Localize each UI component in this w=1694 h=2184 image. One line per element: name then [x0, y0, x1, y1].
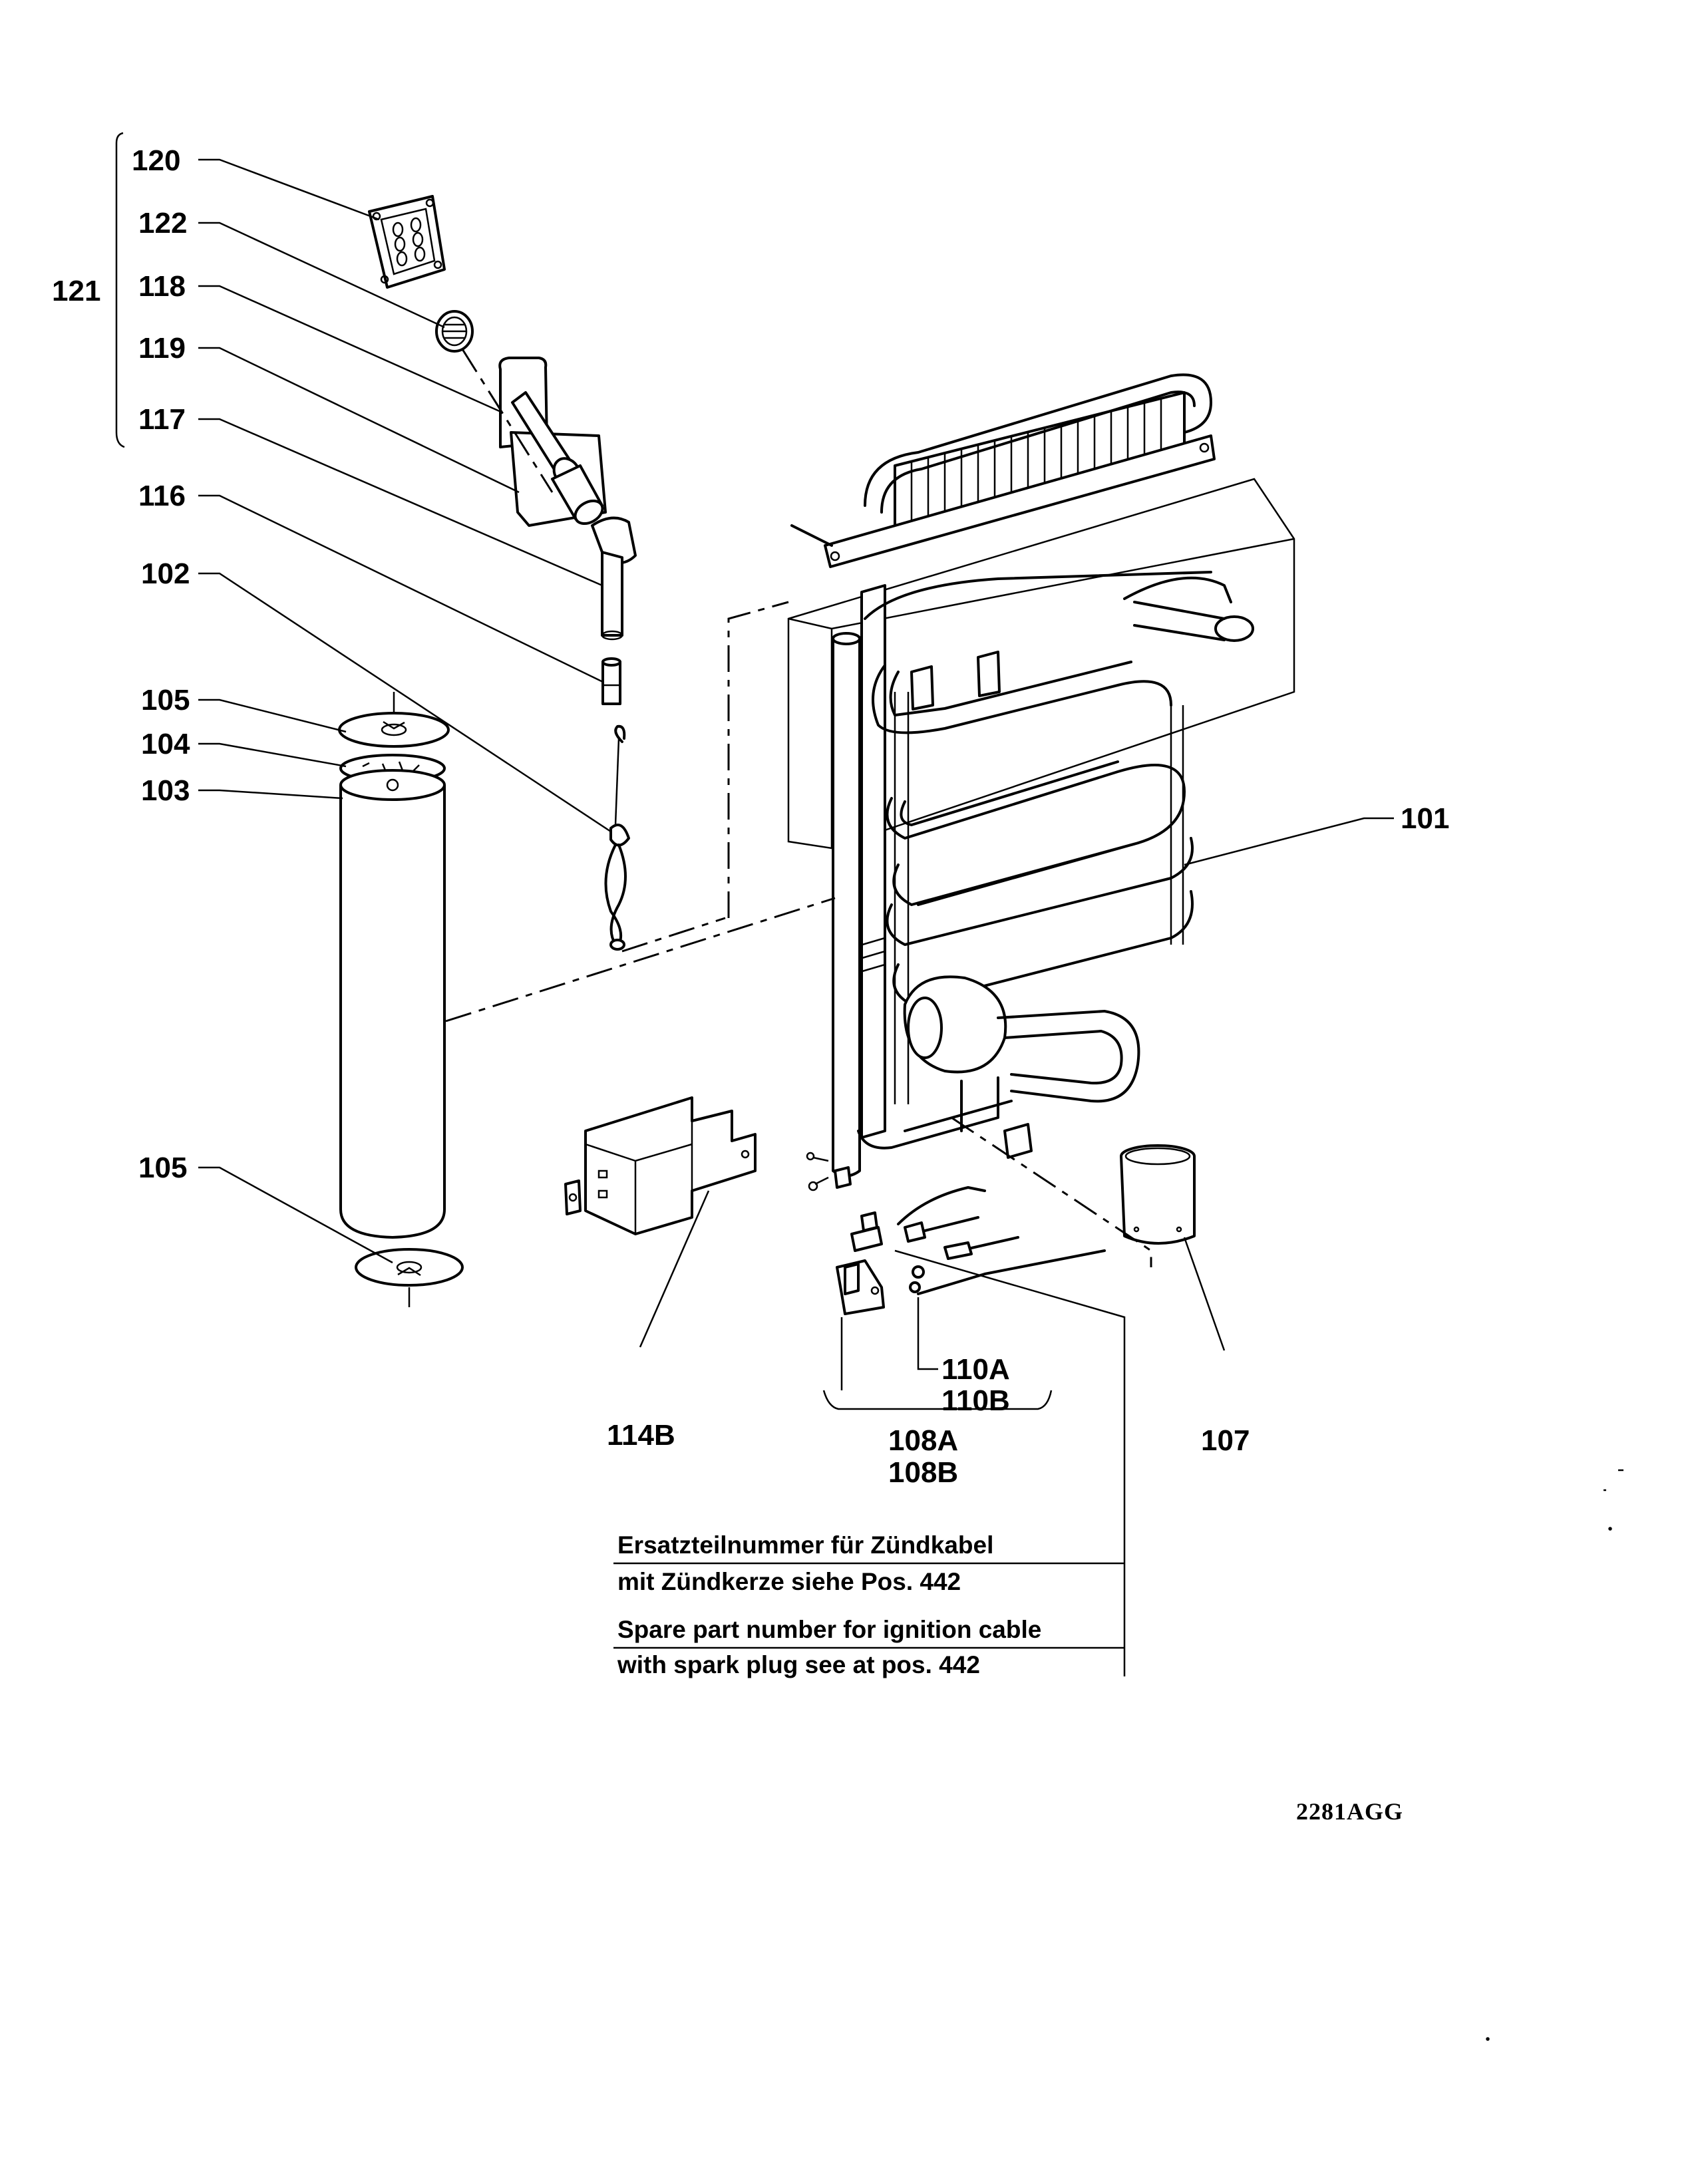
grille-122: [435, 310, 474, 353]
label-105-top: 105: [141, 684, 190, 716]
burner-housing-114B: [564, 1096, 757, 1235]
sleeve-116: [601, 657, 621, 705]
label-122: 122: [138, 207, 187, 239]
insulation-cylinder-103: [339, 769, 446, 1239]
note-de-line1: Ersatzteilnummer für Zündkabel: [617, 1531, 993, 1559]
assembly-axis-lines: [445, 349, 1152, 1267]
label-120: 120: [132, 144, 180, 177]
label-102: 102: [141, 557, 190, 590]
burner-assembly-108-110: [806, 1152, 1106, 1315]
label-110A: 110A: [941, 1353, 1010, 1386]
label-117: 117: [138, 403, 186, 436]
label-105-bottom: 105: [138, 1152, 187, 1184]
label-104: 104: [141, 728, 190, 760]
vent-frame-120: [368, 195, 446, 289]
scan-specks: [1486, 1469, 1623, 2041]
note-en-line2: with spark plug see at pos. 442: [617, 1651, 980, 1678]
insulation-cap-105-bottom: [355, 1248, 464, 1307]
part-labels: 120 122 121 118 119 117 116 102 105 104 …: [52, 144, 1449, 1489]
label-101: 101: [1401, 802, 1449, 835]
flue-outlet-118-119: [498, 357, 607, 527]
baffle-spiral-102: [604, 724, 630, 951]
label-110B: 110B: [941, 1384, 1010, 1417]
flue-elbow-117: [591, 516, 637, 641]
label-118: 118: [138, 270, 186, 303]
label-121: 121: [52, 275, 100, 307]
insulation-cap-105-top: [338, 692, 450, 748]
label-107: 107: [1201, 1424, 1250, 1457]
label-108B: 108B: [888, 1456, 958, 1489]
spare-part-note: Ersatzteilnummer für Zündkabel mit Zündk…: [613, 1531, 1124, 1678]
label-114B: 114B: [607, 1419, 675, 1452]
label-108A: 108A: [888, 1424, 958, 1457]
group-bracket-121: [115, 132, 125, 448]
note-de-line2: mit Zündkerze siehe Pos. 442: [617, 1568, 961, 1595]
cup-107: [1120, 1144, 1196, 1245]
note-en-line1: Spare part number for ignition cable: [617, 1616, 1041, 1643]
label-103: 103: [141, 774, 190, 807]
leader-lines: [198, 158, 1394, 1676]
label-116: 116: [138, 480, 186, 512]
drawing-code: 2281AGG: [1296, 1798, 1403, 1825]
cooling-unit-101: [787, 373, 1295, 1177]
label-119: 119: [138, 332, 186, 365]
